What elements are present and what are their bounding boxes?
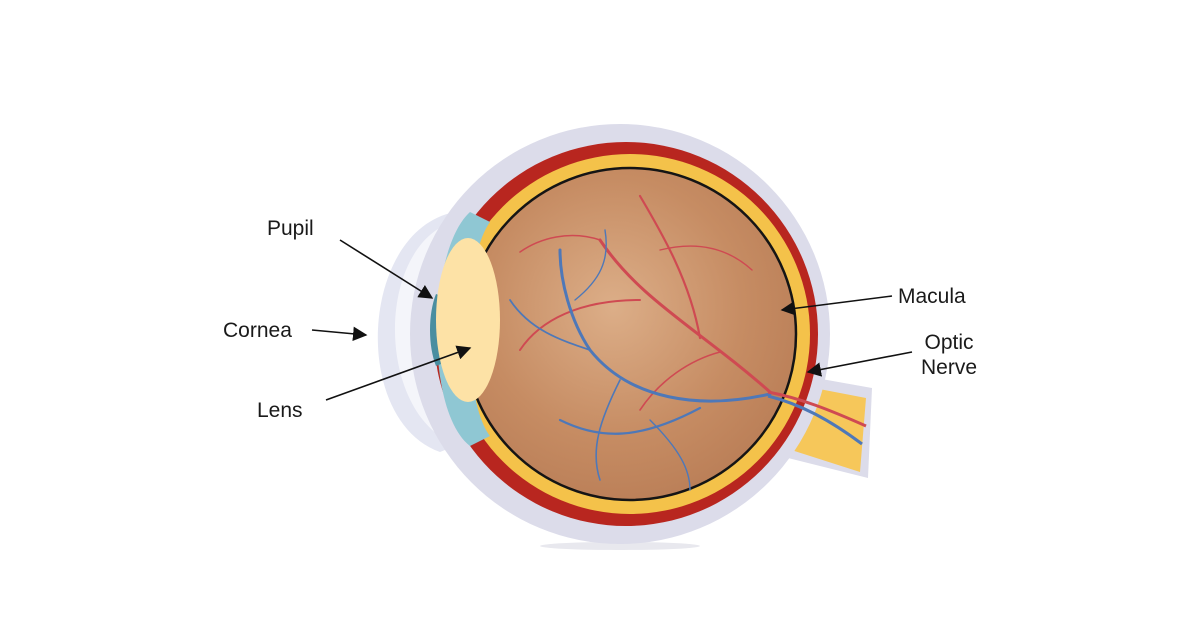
optic-nerve-arrow bbox=[806, 351, 913, 377]
pupil-label: Pupil bbox=[267, 217, 314, 240]
floor-shadow bbox=[540, 542, 700, 550]
optic-nerve-label-line1: Optic bbox=[924, 331, 974, 354]
macula-label: Macula bbox=[898, 285, 966, 308]
cornea-label: Cornea bbox=[223, 319, 292, 342]
optic-nerve-label-line2: Nerve bbox=[920, 356, 978, 380]
vitreous-chamber bbox=[462, 166, 798, 502]
cornea-arrow bbox=[311, 326, 368, 341]
optic-nerve-label: Optic Nerve bbox=[914, 330, 984, 380]
lens-arrow bbox=[325, 345, 472, 401]
optic-nerve-vessels bbox=[767, 390, 867, 446]
lens bbox=[436, 238, 500, 402]
lens-label: Lens bbox=[257, 399, 303, 422]
cornea-outer bbox=[377, 212, 470, 452]
annotation-arrows bbox=[311, 239, 913, 401]
cornea bbox=[394, 222, 468, 440]
retinal-vessels bbox=[509, 194, 772, 491]
pupil-arrow bbox=[339, 239, 434, 299]
macula-arrow bbox=[780, 295, 893, 316]
